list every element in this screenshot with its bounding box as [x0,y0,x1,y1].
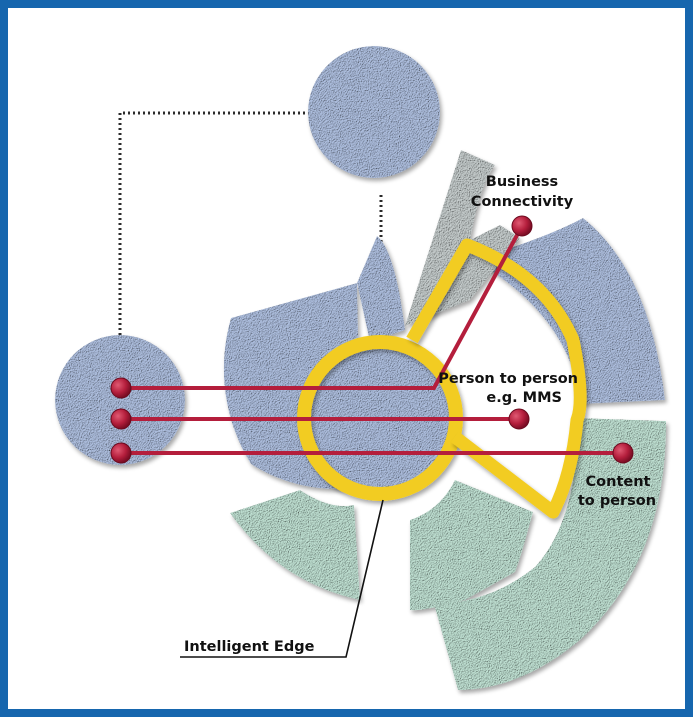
endpoint-content-to-person [612,442,634,464]
dotted-link-top-left [118,111,310,345]
top-node-circle [308,46,440,178]
label-business-line2: Connectivity [471,194,574,210]
link-business-connectivity [119,224,524,390]
endpoint-left-1 [110,377,132,399]
label-p2p-line1: Person to person [438,371,578,387]
blue-sector-right [478,218,665,404]
gray-wedge [405,150,520,326]
endpoint-left-3 [110,442,132,464]
endpoint-person-to-person [508,408,530,430]
green-sector-lower-left [230,490,360,600]
label-content-line1: Content [586,474,651,490]
blue-sector-top [357,236,405,342]
label-business-line1: Business [486,174,558,190]
endpoint-left-2 [110,408,132,430]
endpoint-business-connectivity [511,215,533,237]
label-content-line2: to person [578,493,656,509]
green-sector-lower-center [410,480,533,611]
callout-intelligent-edge [180,499,384,658]
green-sector-lower-right [434,418,667,690]
label-p2p-line2: e.g. MMS [486,390,562,406]
left-node-circle [55,335,185,465]
intelligent-edge-arm [406,238,587,519]
label-intelligent-edge: Intelligent Edge [184,639,315,655]
